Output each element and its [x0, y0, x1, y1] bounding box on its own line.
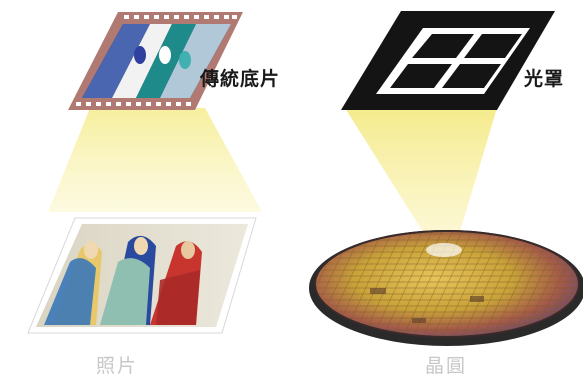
film-light-beam [48, 108, 262, 212]
wafer-caption: 晶圓 [425, 355, 468, 377]
photo-caption: 照片 [96, 355, 139, 377]
film-label: 傳統底片 [200, 68, 281, 90]
photomask [341, 11, 555, 110]
film-strip [68, 12, 243, 110]
mask-light-beam [345, 108, 497, 248]
photo-print [27, 217, 257, 334]
photomask-label: 光罩 [524, 68, 565, 90]
silicon-wafer [309, 230, 583, 346]
